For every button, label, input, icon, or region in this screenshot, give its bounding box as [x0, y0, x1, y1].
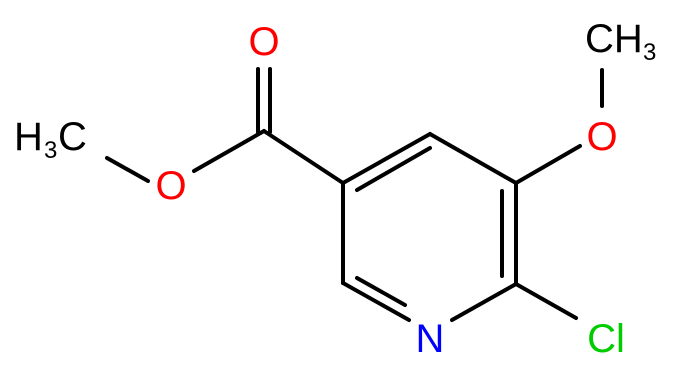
- bond-ring-c3-c4-inner: [355, 146, 432, 192]
- atom-chlorine: Cl: [587, 317, 625, 361]
- atom-labels: O O H 3 C O CH 3 N Cl: [14, 17, 656, 361]
- bond-ester-o-carbonyl-c: [192, 129, 266, 173]
- atom-methoxy-oxygen: O: [586, 115, 617, 159]
- bond-carbonyl-ring: [262, 129, 345, 185]
- bond-ring-c6-n: [450, 282, 518, 322]
- atom-ring-nitrogen: N: [416, 317, 445, 361]
- bond-c5-methoxy-o: [514, 144, 582, 185]
- atom-ester-methyl-c: C: [58, 115, 87, 159]
- atom-methoxy-methyl-ch: CH: [585, 17, 643, 61]
- atom-carbonyl-oxygen: O: [248, 20, 279, 64]
- atom-ester-oxygen: O: [155, 164, 186, 208]
- bond-c6-cl: [514, 282, 578, 320]
- atom-ester-methyl-h: H: [14, 115, 43, 159]
- bond-methyl-ester-o: [105, 156, 150, 183]
- atom-methoxy-methyl-subscript: 3: [643, 39, 656, 66]
- bond-ring-c3-c4: [341, 132, 432, 185]
- atom-ester-methyl-subscript: 3: [44, 137, 57, 164]
- bond-ring-n-c2: [341, 281, 411, 322]
- bonds: [105, 67, 604, 322]
- bond-ring-c4-c5: [428, 132, 518, 185]
- bond-ring-n-c2-inner: [355, 276, 407, 307]
